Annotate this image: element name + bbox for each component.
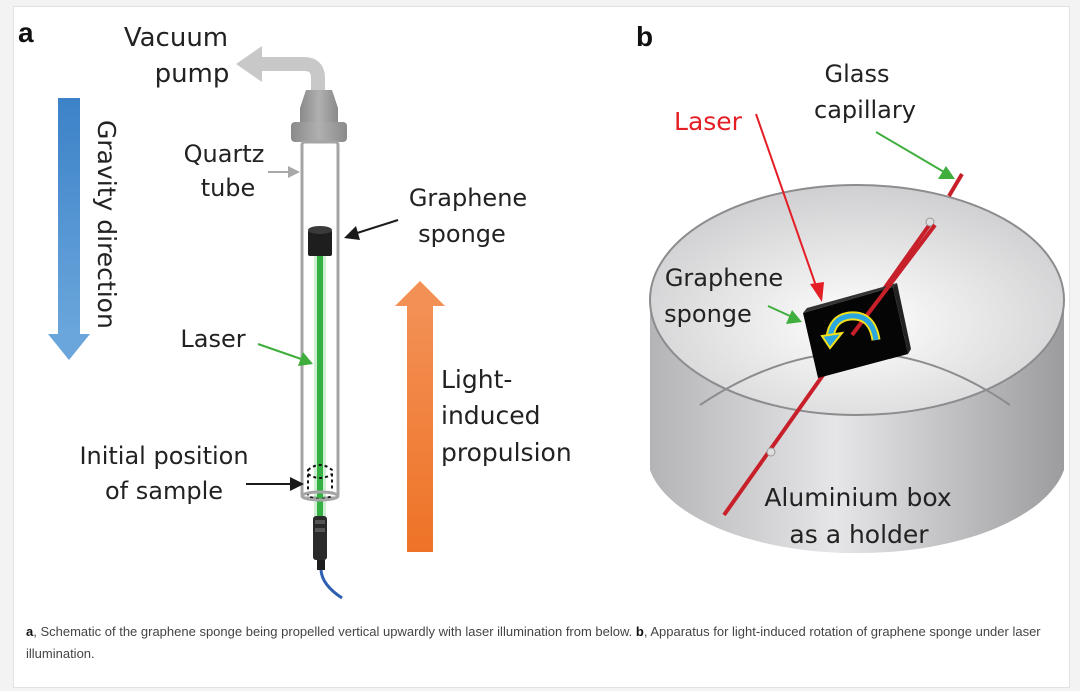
- panel-a-letter: a: [18, 17, 34, 48]
- sponge-pointer-arrow: [344, 219, 399, 240]
- label-induced: induced: [441, 401, 541, 430]
- label-tube: tube: [201, 174, 256, 202]
- laser-cable: [319, 569, 343, 600]
- green-laser-beam: [314, 255, 326, 523]
- label-sponge-b: sponge: [664, 300, 752, 328]
- caption-b-label: b: [635, 624, 644, 639]
- laser-pointer-arrow: [257, 343, 313, 366]
- panel-b-letter: b: [636, 21, 653, 52]
- label-propulsion: propulsion: [441, 438, 572, 467]
- label-gravity-direction: Gravity direction: [92, 120, 121, 329]
- graphene-sponge-box: [803, 223, 937, 378]
- tube-cap: [291, 90, 347, 142]
- vacuum-pump-hose: [236, 46, 325, 98]
- laser-connector: [313, 516, 327, 570]
- label-as-a-holder: as a holder: [789, 520, 929, 549]
- label-vacuum: Vacuum: [124, 23, 228, 53]
- capillary-pointer-arrow: [875, 131, 955, 179]
- label-capillary: capillary: [814, 96, 916, 124]
- label-laser-a: Laser: [180, 325, 245, 353]
- initial-position-pointer-arrow: [246, 477, 304, 491]
- label-graphene-a: Graphene: [409, 184, 527, 212]
- initial-position-outline: [300, 464, 340, 502]
- label-pump: pump: [155, 59, 230, 89]
- rotation-arrow-icon: [820, 311, 881, 350]
- caption-a-label: a: [26, 624, 34, 639]
- sponge-b-pointer-arrow: [767, 305, 802, 324]
- label-glass: Glass: [825, 60, 890, 88]
- label-quartz: Quartz: [184, 140, 265, 168]
- quartz-pointer-arrow: [268, 166, 300, 178]
- label-sponge-a: sponge: [418, 220, 506, 248]
- label-graphene-b: Graphene: [665, 264, 783, 292]
- label-laser-b: Laser: [674, 107, 743, 136]
- propulsion-arrow-icon: [395, 281, 445, 552]
- label-light: Light-: [441, 365, 512, 394]
- red-laser-beam: [755, 113, 824, 302]
- figure-caption: a, Schematic of the graphene sponge bein…: [26, 621, 1046, 665]
- graphene-sponge-cylinder: [308, 226, 332, 256]
- label-initial-position: Initial position: [79, 442, 248, 470]
- caption-a-text: , Schematic of the graphene sponge being…: [33, 624, 636, 639]
- label-of-sample: of sample: [105, 477, 223, 505]
- label-aluminium-box: Aluminium box: [764, 483, 951, 512]
- gravity-arrow-icon: [48, 98, 90, 360]
- caption-b-text: , Apparatus for light-induced rotation o…: [26, 624, 1041, 661]
